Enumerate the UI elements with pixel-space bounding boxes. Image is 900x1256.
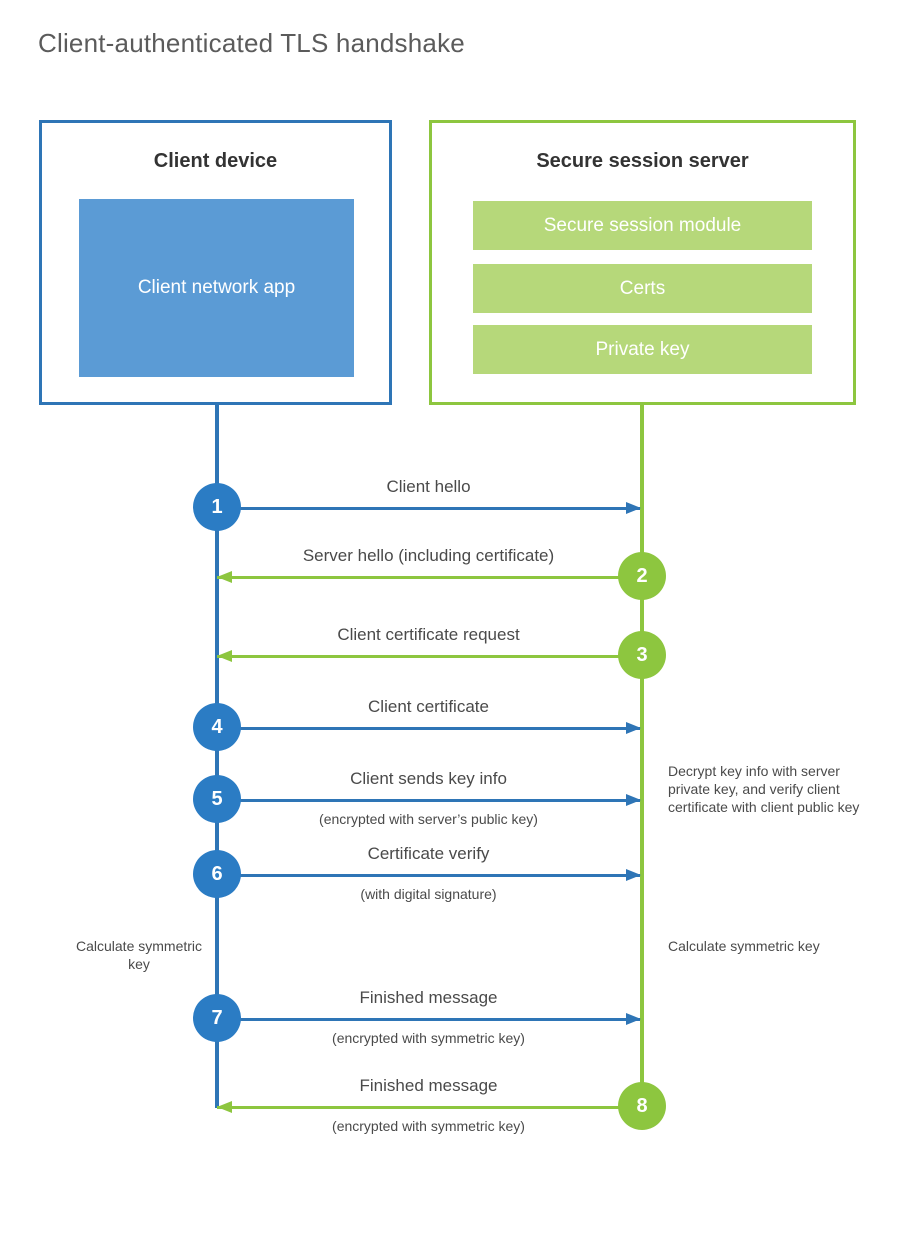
message-arrowhead-5	[626, 794, 641, 806]
message-label-8: Finished message	[359, 1076, 498, 1095]
message-line-6	[217, 874, 640, 877]
message-arrowhead-7	[626, 1013, 641, 1025]
message-sublabel-6: (with digital signature)	[360, 886, 497, 902]
message-line-3	[217, 655, 640, 658]
note-decrypt-key-info: Decrypt key info with server private key…	[668, 763, 860, 815]
message-line-2	[217, 576, 640, 579]
message-label-4: Client certificate	[368, 697, 489, 716]
server-lifeline	[640, 404, 644, 1108]
message-label-6: Certificate verify	[367, 844, 490, 863]
server-module-private-key: Private key	[473, 325, 812, 374]
step-badge-2[interactable]: 2	[618, 552, 666, 600]
secure-session-server-box: Secure session server Secure session mod…	[429, 120, 856, 405]
message-label-2: Server hello (including certificate)	[302, 546, 555, 565]
secure-session-server-title: Secure session server	[536, 150, 749, 172]
message-label-5: Client sends key info	[350, 769, 507, 788]
message-line-8	[217, 1106, 640, 1109]
message-line-1	[217, 507, 640, 510]
message-arrowhead-1	[626, 502, 641, 514]
message-label-3: Client certificate request	[337, 625, 520, 644]
step-badge-4[interactable]: 4	[193, 703, 241, 751]
step-badge-8[interactable]: 8	[618, 1082, 666, 1130]
message-line-4	[217, 727, 640, 730]
message-line-7	[217, 1018, 640, 1021]
client-network-app-block: Client network app	[79, 199, 354, 377]
page-title: Client-authenticated TLS handshake	[38, 28, 465, 58]
message-arrowhead-4	[626, 722, 641, 734]
message-line-5	[217, 799, 640, 802]
note-calculate-symmetric-key-server: Calculate symmetric key	[668, 938, 820, 954]
step-badge-5[interactable]: 5	[193, 775, 241, 823]
step-badge-6[interactable]: 6	[193, 850, 241, 898]
message-sublabel-5: (encrypted with server’s public key)	[319, 811, 538, 827]
message-sublabel-7: (encrypted with symmetric key)	[332, 1030, 525, 1046]
message-label-7: Finished message	[359, 988, 498, 1007]
message-sublabel-8: (encrypted with symmetric key)	[332, 1118, 525, 1134]
server-module-certs: Certs	[473, 264, 812, 313]
message-arrowhead-3	[217, 650, 232, 662]
step-badge-7[interactable]: 7	[193, 994, 241, 1042]
message-label-1: Client hello	[386, 477, 471, 496]
client-device-title: Client device	[153, 150, 278, 172]
step-badge-1[interactable]: 1	[193, 483, 241, 531]
message-arrowhead-2	[217, 571, 232, 583]
client-lifeline	[215, 404, 219, 1108]
client-device-box: Client device Client network app	[39, 120, 392, 405]
server-module-secure-session-module: Secure session module	[473, 201, 812, 250]
message-arrowhead-6	[626, 869, 641, 881]
message-arrowhead-8	[217, 1101, 232, 1113]
step-badge-3[interactable]: 3	[618, 631, 666, 679]
note-calculate-symmetric-key-client: Calculate symmetric key	[75, 938, 203, 972]
